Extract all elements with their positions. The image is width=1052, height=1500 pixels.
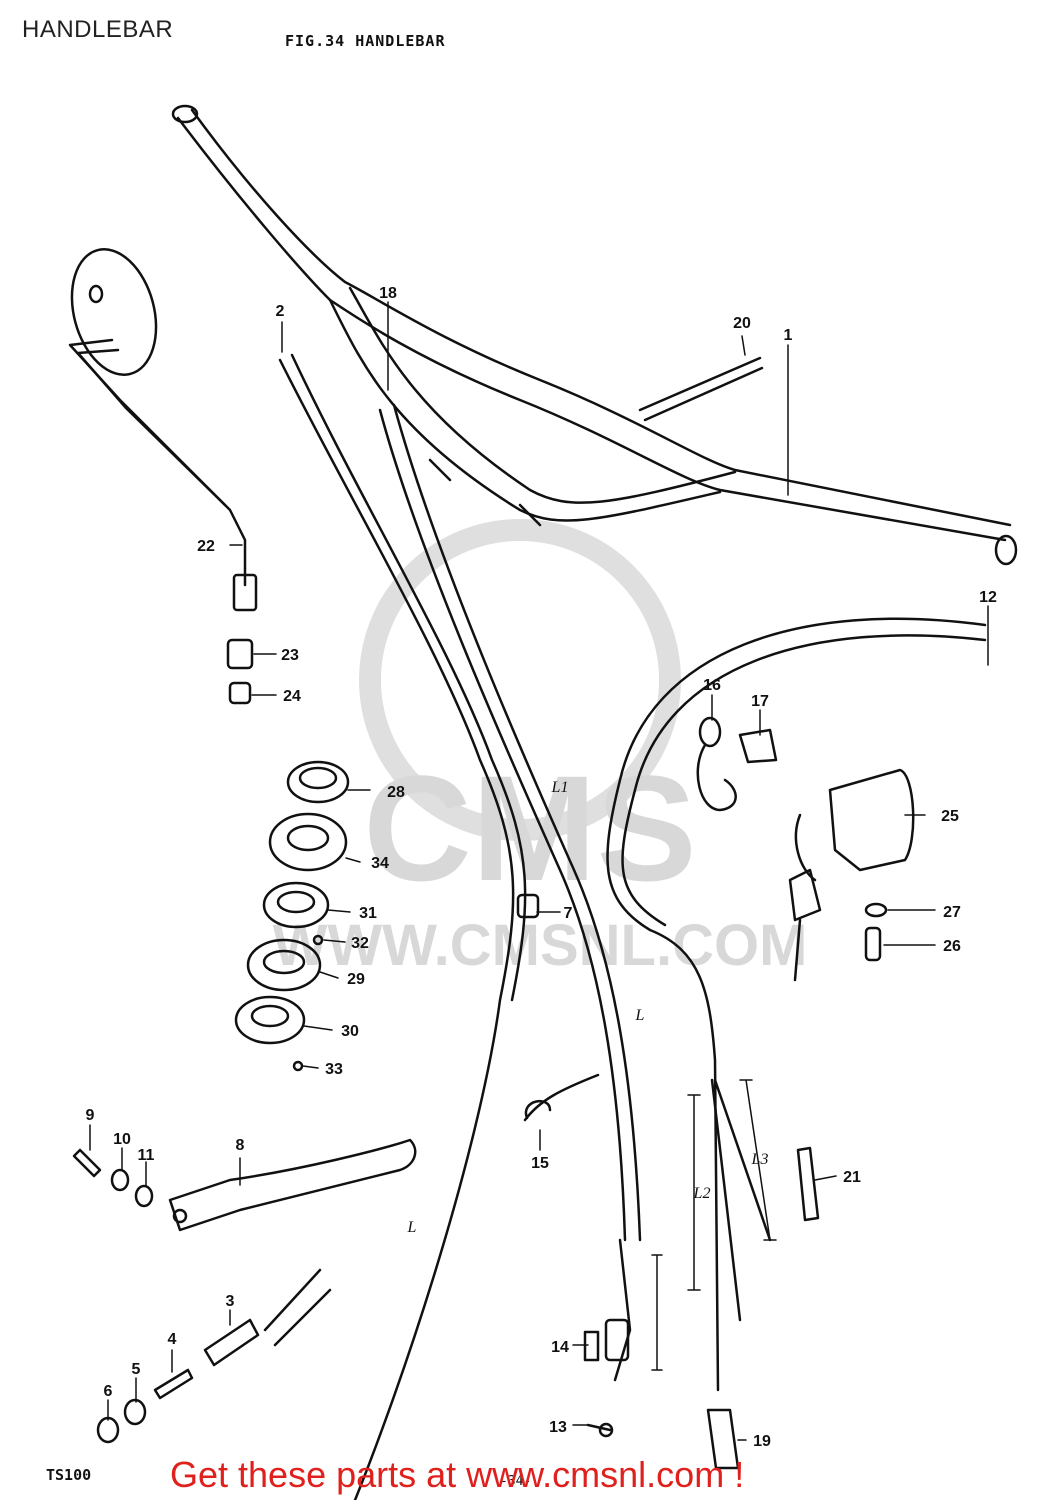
- part-label-19: 19: [753, 1433, 771, 1450]
- screw-13: [586, 1422, 614, 1438]
- spring-4: [153, 1368, 194, 1400]
- part-label-10: 10: [113, 1131, 131, 1148]
- watermark: CMS WWW.CMSNL.COM: [273, 519, 808, 978]
- clip-15: [523, 1073, 600, 1122]
- nut-24: [228, 681, 252, 705]
- part-label-28: 28: [387, 784, 405, 801]
- part-label-33: 33: [325, 1061, 343, 1078]
- dim-label-l1: L1: [551, 779, 569, 796]
- part-label-29: 29: [347, 971, 365, 988]
- nut-5: [123, 1398, 147, 1426]
- part-label-16: 16: [703, 677, 721, 694]
- part-label-31: 31: [359, 905, 377, 922]
- throttle-cable: [263, 353, 527, 1500]
- part-label-34: 34: [371, 855, 389, 872]
- dimension-lines: [651, 1079, 777, 1371]
- part-label-15: 15: [531, 1155, 549, 1172]
- ring-33: [292, 1060, 304, 1072]
- mirror: [68, 248, 258, 612]
- clamp-7: [516, 893, 540, 919]
- part-label-3: 3: [226, 1293, 235, 1310]
- fitting-14: [583, 1330, 600, 1362]
- figure-title: FIG.34 HANDLEBAR: [285, 32, 446, 50]
- seal-29: [246, 938, 322, 992]
- part-label-23: 23: [281, 647, 299, 664]
- dim-label-l2: L2: [693, 1185, 711, 1202]
- part-label-20: 20: [733, 315, 751, 332]
- watermark-logo-circle: [359, 519, 681, 841]
- dim-label-l3: L3: [751, 1151, 769, 1168]
- ring-32: [312, 934, 324, 946]
- watermark-url: WWW.CMSNL.COM: [273, 913, 808, 978]
- part-label-8: 8: [236, 1137, 245, 1154]
- nut-10: [110, 1168, 130, 1192]
- pin-20: [638, 356, 764, 422]
- part-label-2: 2: [276, 303, 285, 320]
- dim-label-l-center: L: [635, 1007, 645, 1024]
- clutch-cable: [378, 403, 642, 1382]
- adjuster-3: [203, 1318, 260, 1367]
- washer-30: [234, 995, 306, 1045]
- promo-link[interactable]: Get these parts at www.cmsnl.com !: [170, 1454, 745, 1495]
- part-label-12: 12: [979, 589, 997, 606]
- part-21: [796, 1146, 820, 1222]
- washer-11: [134, 1184, 154, 1208]
- cap-6: [96, 1416, 120, 1444]
- ignition-switch: [788, 768, 915, 982]
- cable-12: [606, 617, 987, 1392]
- bolt-9: [72, 1148, 102, 1178]
- nut-23: [226, 638, 254, 670]
- part-label-26: 26: [943, 938, 961, 955]
- part-label-22: 22: [197, 538, 215, 555]
- clip-16: [696, 716, 737, 812]
- bolt-26: [864, 926, 882, 962]
- part-label-25: 25: [941, 808, 959, 825]
- washer-27: [864, 902, 888, 918]
- seal-34: [268, 812, 348, 872]
- lever-bracket-8: [168, 1138, 417, 1232]
- page-title: HANDLEBAR: [22, 16, 174, 43]
- part-label-27: 27: [943, 904, 961, 921]
- part-label-32: 32: [351, 935, 369, 952]
- part-label-9: 9: [86, 1107, 95, 1124]
- bolt-17: [738, 728, 778, 764]
- washer-31: [262, 881, 330, 929]
- part-label-17: 17: [751, 693, 769, 710]
- part-label-11: 11: [138, 1147, 155, 1164]
- part-label-6: 6: [104, 1383, 113, 1400]
- model-label: TS100: [46, 1466, 92, 1484]
- leader-lines: [89, 301, 989, 1441]
- part-label-7: 7: [564, 905, 573, 922]
- part-label-13: 13: [549, 1419, 567, 1436]
- part-label-30: 30: [341, 1023, 359, 1040]
- dim-label-l-left: L: [407, 1219, 417, 1236]
- part-label-21: 21: [843, 1169, 861, 1186]
- cap-19: [706, 1408, 740, 1470]
- part-labels: 1 2 3 4 5 6 7 8 9 10 11 12 13 14 15 16 1…: [86, 285, 997, 1450]
- part-label-18: 18: [379, 285, 397, 302]
- part-label-14: 14: [551, 1339, 569, 1356]
- cap-28: [286, 760, 350, 804]
- part-label-1: 1: [784, 327, 793, 344]
- part-label-4: 4: [168, 1331, 177, 1348]
- part-label-5: 5: [132, 1361, 141, 1378]
- handlebar: [171, 104, 1018, 566]
- page-number: -34-: [500, 1474, 532, 1489]
- part-label-24: 24: [283, 688, 301, 705]
